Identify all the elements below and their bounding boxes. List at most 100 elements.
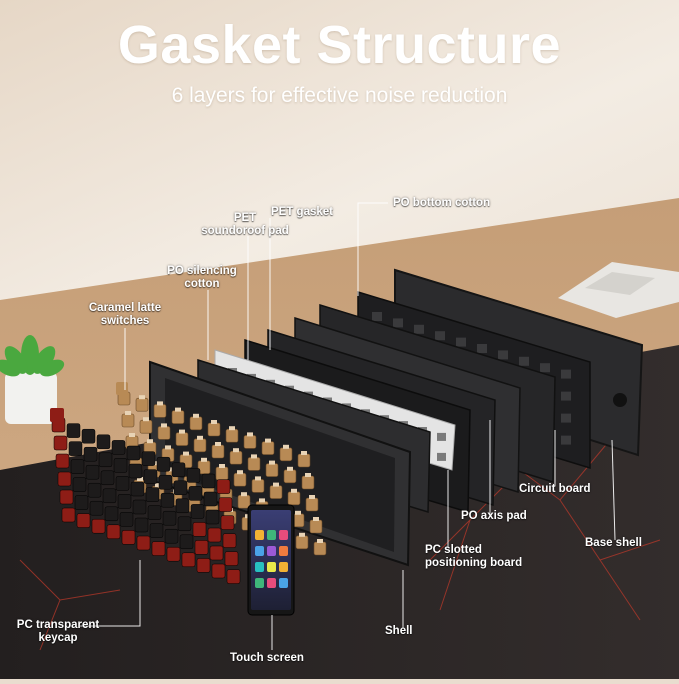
switch-stem	[317, 539, 323, 543]
keycap	[188, 486, 203, 501]
app-icon	[279, 546, 288, 556]
keycap	[186, 468, 201, 483]
switch-stem	[255, 476, 261, 481]
circuit-board-hole	[498, 350, 508, 360]
switch-stem	[291, 488, 297, 493]
circuit-board-hole	[540, 363, 550, 373]
keycap	[149, 523, 164, 538]
switch	[135, 397, 149, 412]
plant-pot	[5, 372, 57, 424]
switch-stem	[157, 401, 163, 406]
keycap	[173, 480, 188, 496]
app-icon	[267, 546, 276, 556]
switch-stem	[215, 442, 221, 446]
keycap	[143, 469, 158, 484]
switch	[211, 444, 225, 459]
keycap	[160, 492, 175, 508]
label-circuit-board: Circuit board	[519, 483, 591, 495]
switch	[157, 426, 171, 440]
switch	[309, 519, 323, 534]
label-base-shell: Base shell	[585, 537, 642, 549]
keycap	[222, 533, 237, 548]
keycap	[147, 505, 162, 520]
switch-stem	[305, 473, 311, 477]
keycap	[205, 509, 220, 525]
switch	[237, 494, 251, 509]
keycap	[128, 463, 143, 479]
keycap	[171, 462, 186, 478]
keycap	[209, 545, 224, 561]
keycap	[201, 473, 216, 489]
keycap	[98, 452, 113, 468]
keycap	[134, 517, 149, 533]
keycap	[211, 563, 226, 579]
switch-stem	[269, 460, 275, 465]
switch-stem	[161, 423, 167, 428]
keycap	[162, 510, 177, 526]
switch	[265, 463, 279, 477]
keycap	[192, 522, 207, 537]
keycap	[126, 445, 141, 461]
touch-screen-display	[251, 510, 291, 610]
label-pet-soundproof-pad-line2: soundoroof pad	[201, 225, 289, 237]
keycap	[81, 428, 96, 444]
keycap	[194, 540, 209, 555]
switch	[301, 475, 315, 490]
circuit-board-hole	[393, 318, 403, 328]
switch-stem	[283, 444, 289, 449]
switch	[215, 466, 229, 481]
switch-stem	[301, 451, 307, 455]
switch	[269, 485, 283, 499]
keycap	[117, 494, 132, 509]
switch	[153, 404, 167, 418]
switch-stem	[265, 438, 271, 443]
app-icon	[279, 530, 288, 540]
keycap	[207, 527, 222, 543]
keycap	[181, 552, 196, 568]
keycap	[61, 507, 76, 523]
label-pc-slotted-line2: positioning board	[425, 557, 523, 569]
switch	[233, 472, 247, 487]
switch-stem	[229, 426, 235, 431]
callout-leader-lines	[80, 202, 616, 650]
switch	[283, 469, 297, 484]
switch	[229, 450, 243, 465]
label-touch-screen: Touch screen	[230, 652, 304, 664]
label-caramel-latte-switches-line2: switches	[100, 315, 150, 327]
switch	[121, 413, 135, 428]
page-title: Gasket Structure	[117, 15, 562, 75]
switch	[313, 541, 327, 556]
keycap	[130, 481, 145, 497]
app-icon	[267, 530, 276, 540]
keycap	[218, 497, 233, 512]
keycap	[53, 435, 68, 451]
keycap	[89, 500, 104, 516]
label-pc-transparent-keycap-line1: PC transparent	[16, 619, 100, 631]
app-icon	[279, 562, 288, 572]
switch	[225, 428, 239, 443]
switch	[193, 438, 207, 453]
keycap	[141, 451, 156, 466]
keycap	[190, 504, 205, 519]
circuit-board-hole	[477, 344, 487, 353]
switch	[171, 410, 185, 424]
switch-stem	[129, 433, 135, 437]
keycap	[158, 474, 173, 490]
keycap	[196, 558, 211, 573]
label-caramel-latte-switches: Caramel latte switches	[72, 302, 178, 328]
keycap	[66, 423, 81, 438]
circuit-board-hole	[561, 435, 571, 445]
pet-pad-hole	[437, 452, 446, 461]
keycap	[87, 482, 102, 498]
circuit-board-hole	[435, 331, 445, 341]
switch-stem	[125, 411, 131, 415]
switch	[279, 447, 293, 462]
keycap	[102, 488, 117, 504]
keycap	[151, 541, 166, 556]
label-shell: Shell	[385, 625, 413, 637]
switch-stem	[273, 482, 279, 487]
app-icon	[255, 562, 264, 572]
label-pc-slotted-line1: PC slotted	[425, 544, 482, 556]
keycap	[119, 512, 134, 527]
